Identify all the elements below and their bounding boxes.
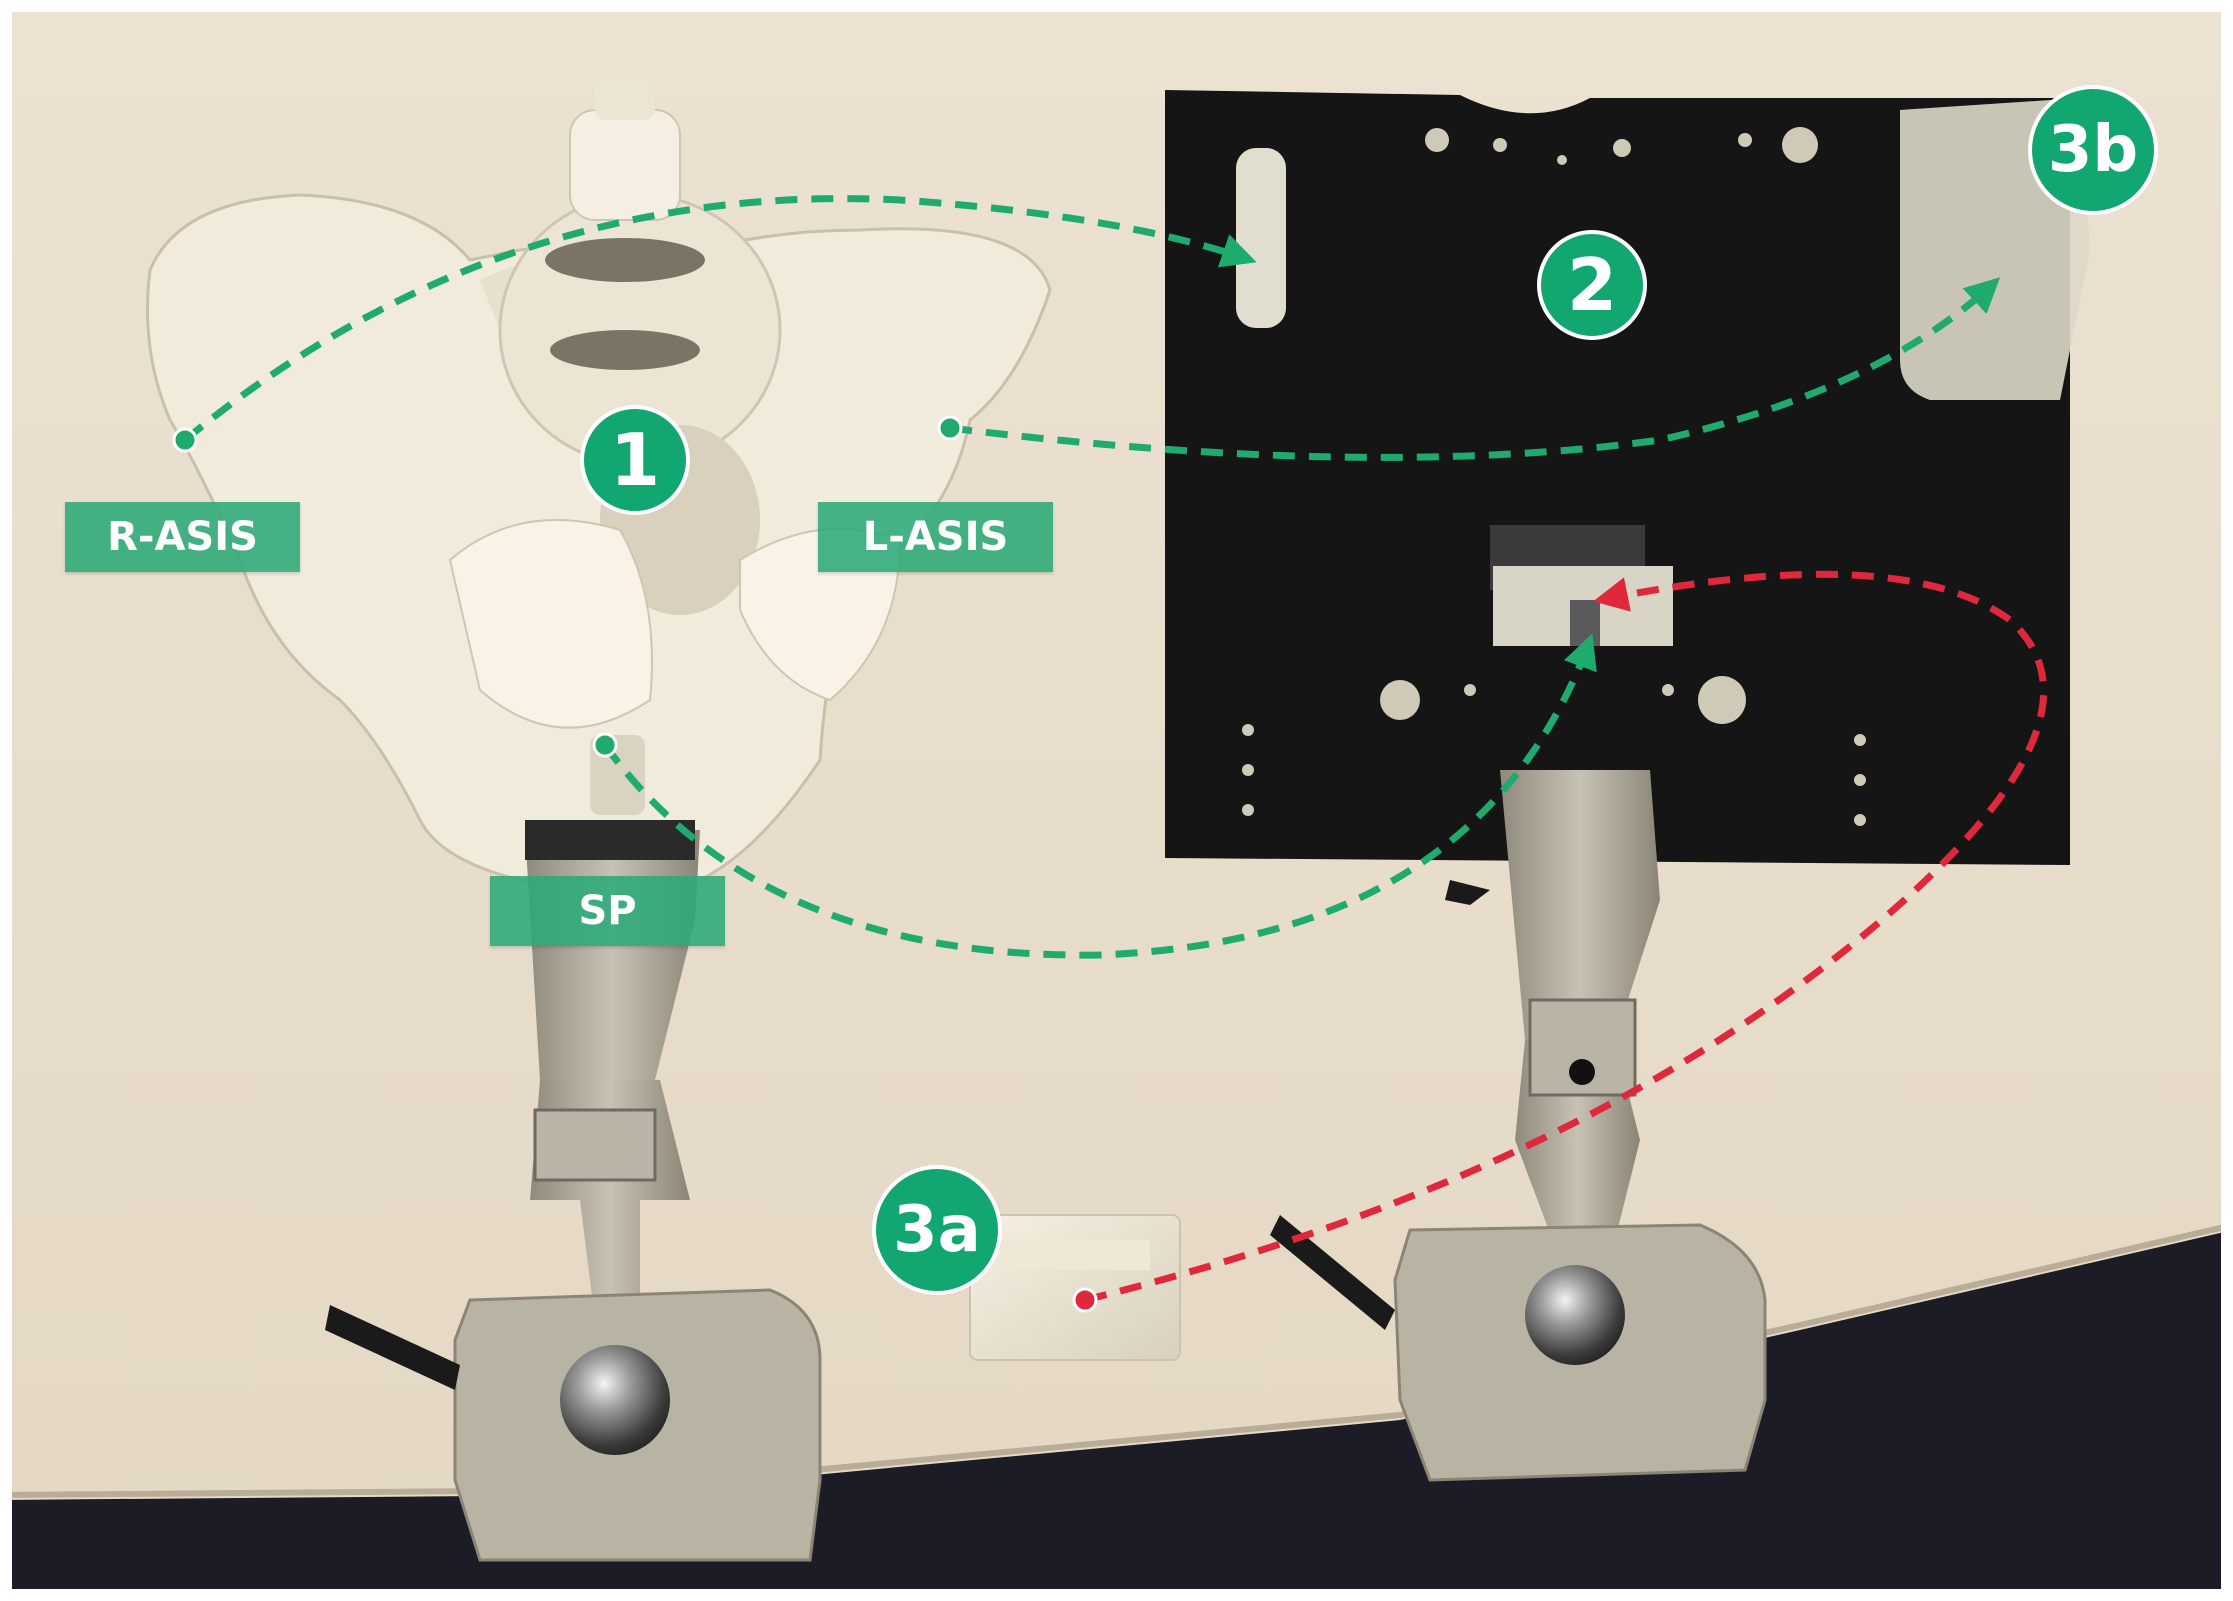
arrow-rasis-to-plate <box>182 195 1257 443</box>
arrow-3a-to-plate <box>1084 570 2047 1304</box>
badge-1: 1 <box>580 405 690 515</box>
right-stand <box>1270 770 1767 1482</box>
badge-3a: 3a <box>872 1165 1002 1295</box>
r-asis-point <box>172 427 198 453</box>
sp-label: SP <box>490 876 725 946</box>
block-3a <box>969 1214 1181 1361</box>
left-stand <box>325 820 822 1562</box>
arrow-sp-to-plate <box>602 633 1597 959</box>
table-edge <box>0 1222 2233 1498</box>
l-asis-label: L-ASIS <box>818 502 1053 572</box>
block-3a-point <box>1072 1287 1098 1313</box>
sp-point <box>592 732 618 758</box>
black-plate <box>1165 90 2090 865</box>
pelvis-model <box>146 80 1052 882</box>
badge-3b: 3b <box>2028 85 2158 215</box>
badge-2: 2 <box>1537 230 1647 340</box>
r-asis-label: R-ASIS <box>65 502 300 572</box>
arrow-lasis-to-3b <box>949 277 2001 461</box>
l-asis-point <box>937 415 963 441</box>
